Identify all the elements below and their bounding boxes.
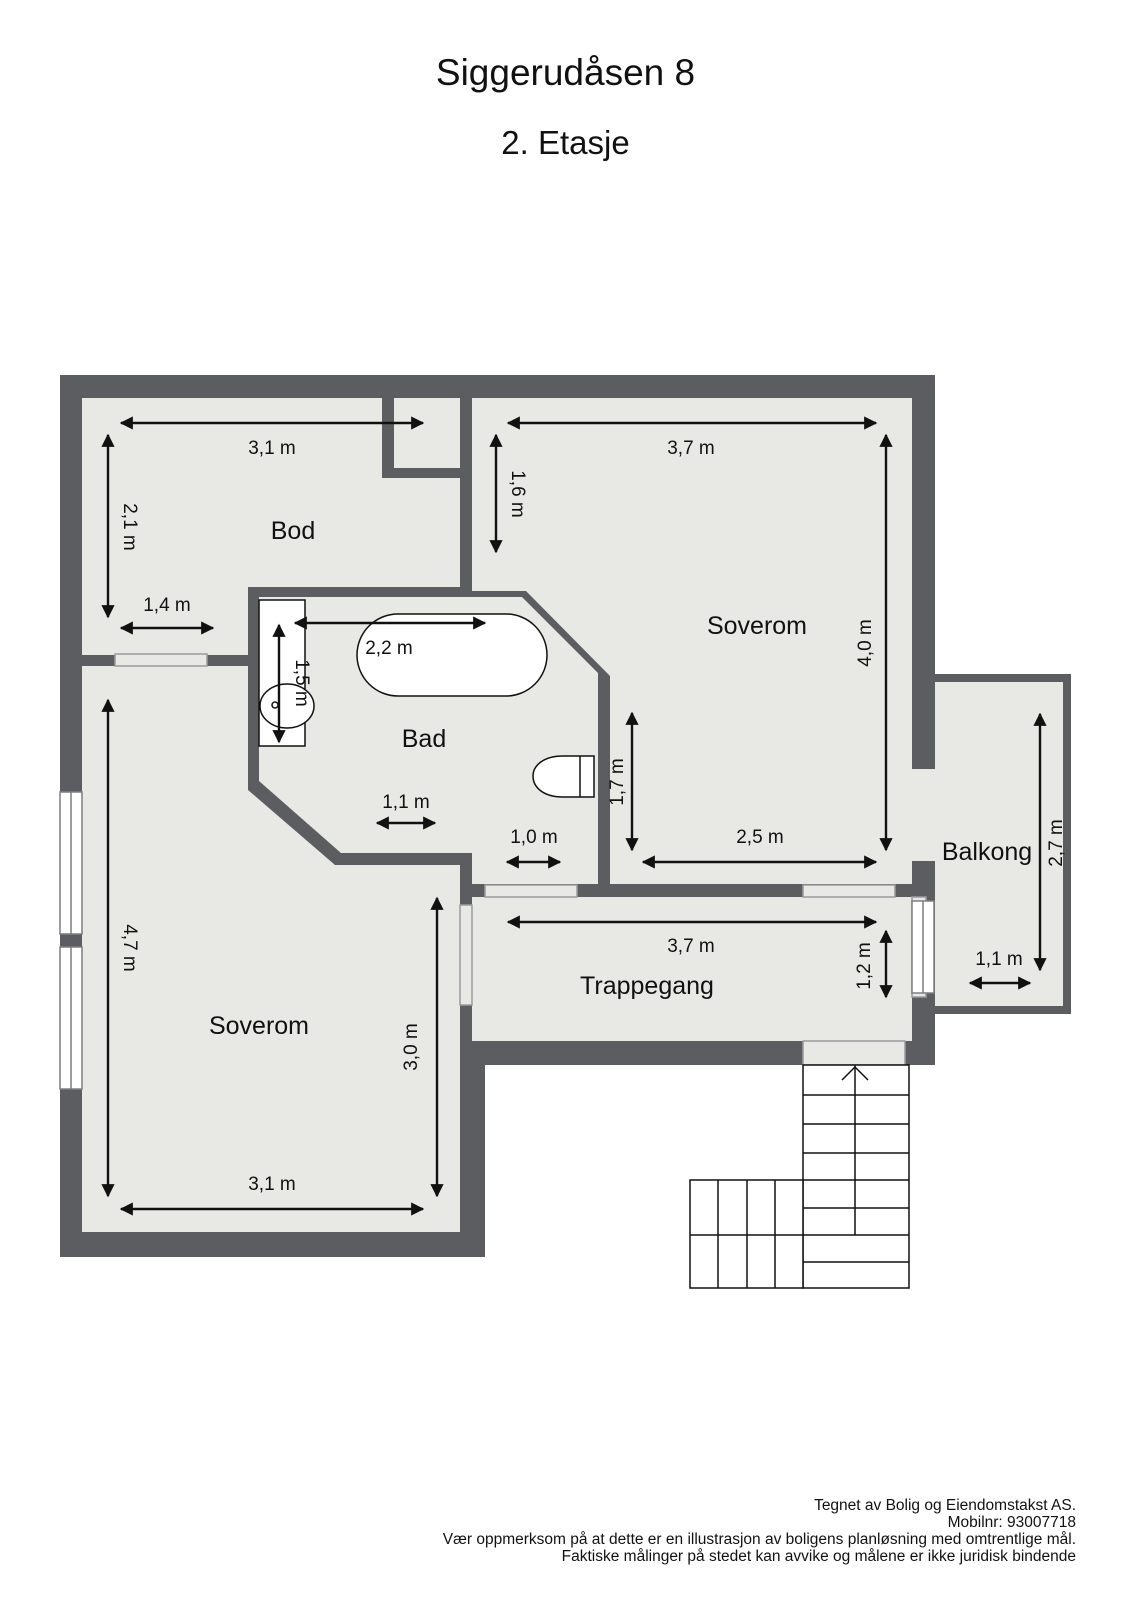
dim-bod-width: 3,1 m <box>248 438 296 459</box>
dim-soverom-left-width: 3,1 m <box>248 1174 296 1195</box>
room-label-balkong: Balkong <box>942 838 1032 866</box>
soverom-right-floor <box>472 398 912 884</box>
bod-floor <box>82 398 460 655</box>
windows <box>59 791 935 1090</box>
toilet <box>532 755 595 798</box>
soverom-left-floor <box>82 666 460 1232</box>
dim-soverom-right-width-bottom: 2,5 m <box>736 827 784 848</box>
dim-soverom-right-height-low: 1,7 m <box>607 758 628 806</box>
dim-bod-height: 2,1 m <box>119 503 140 551</box>
dim-bad-tub: 2,2 m <box>365 638 413 659</box>
footer-phone: Mobilnr: 93007718 <box>947 1514 1076 1531</box>
plan-title: Siggerudåsen 8 <box>435 52 696 93</box>
trappegang-floor <box>472 897 912 1041</box>
dim-bad-sink: 1,5 m <box>291 659 312 707</box>
dim-trappegang-width: 3,7 m <box>667 936 715 957</box>
room-label-bad: Bad <box>402 725 446 753</box>
dim-trappegang-height: 1,2 m <box>854 942 875 990</box>
dim-balkong-width: 1,1 m <box>975 949 1023 970</box>
dim-soverom-right-height-top: 1,6 m <box>507 470 528 518</box>
bod-closet-floor <box>394 398 460 468</box>
staircase <box>689 1064 910 1289</box>
dim-soverom-left-height: 4,7 m <box>119 924 140 972</box>
dim-bod-opening: 1,4 m <box>143 595 191 616</box>
room-label-soverom-left: Soverom <box>209 1012 309 1040</box>
footer-legal: Faktiske målinger på stedet kan avvike o… <box>561 1548 1076 1565</box>
bathtub <box>356 613 548 697</box>
footer-disclaimer: Vær oppmerksom på at dette er en illustr… <box>442 1531 1076 1548</box>
dimension-arrows <box>101 416 1047 1216</box>
dim-bad-floor: 1,1 m <box>382 792 430 813</box>
dim-soverom-left-height-inner: 3,0 m <box>401 1023 422 1071</box>
dim-bad-door: 1,0 m <box>510 827 558 848</box>
floor-subtitle: 2. Etasje <box>501 124 630 161</box>
room-label-trappegang: Trappegang <box>580 972 714 1000</box>
dim-balkong-height: 2,7 m <box>1046 819 1067 867</box>
footer-notice: Tegnet av Bolig og Eiendomstakst AS. Mob… <box>443 1497 1076 1565</box>
room-label-bod: Bod <box>271 517 315 545</box>
footer-drawn-by: Tegnet av Bolig og Eiendomstakst AS. <box>814 1497 1076 1514</box>
dim-soverom-right-height: 4,0 m <box>855 619 876 667</box>
room-label-soverom-right: Soverom <box>707 612 807 640</box>
dim-soverom-right-width-top: 3,7 m <box>667 438 715 459</box>
